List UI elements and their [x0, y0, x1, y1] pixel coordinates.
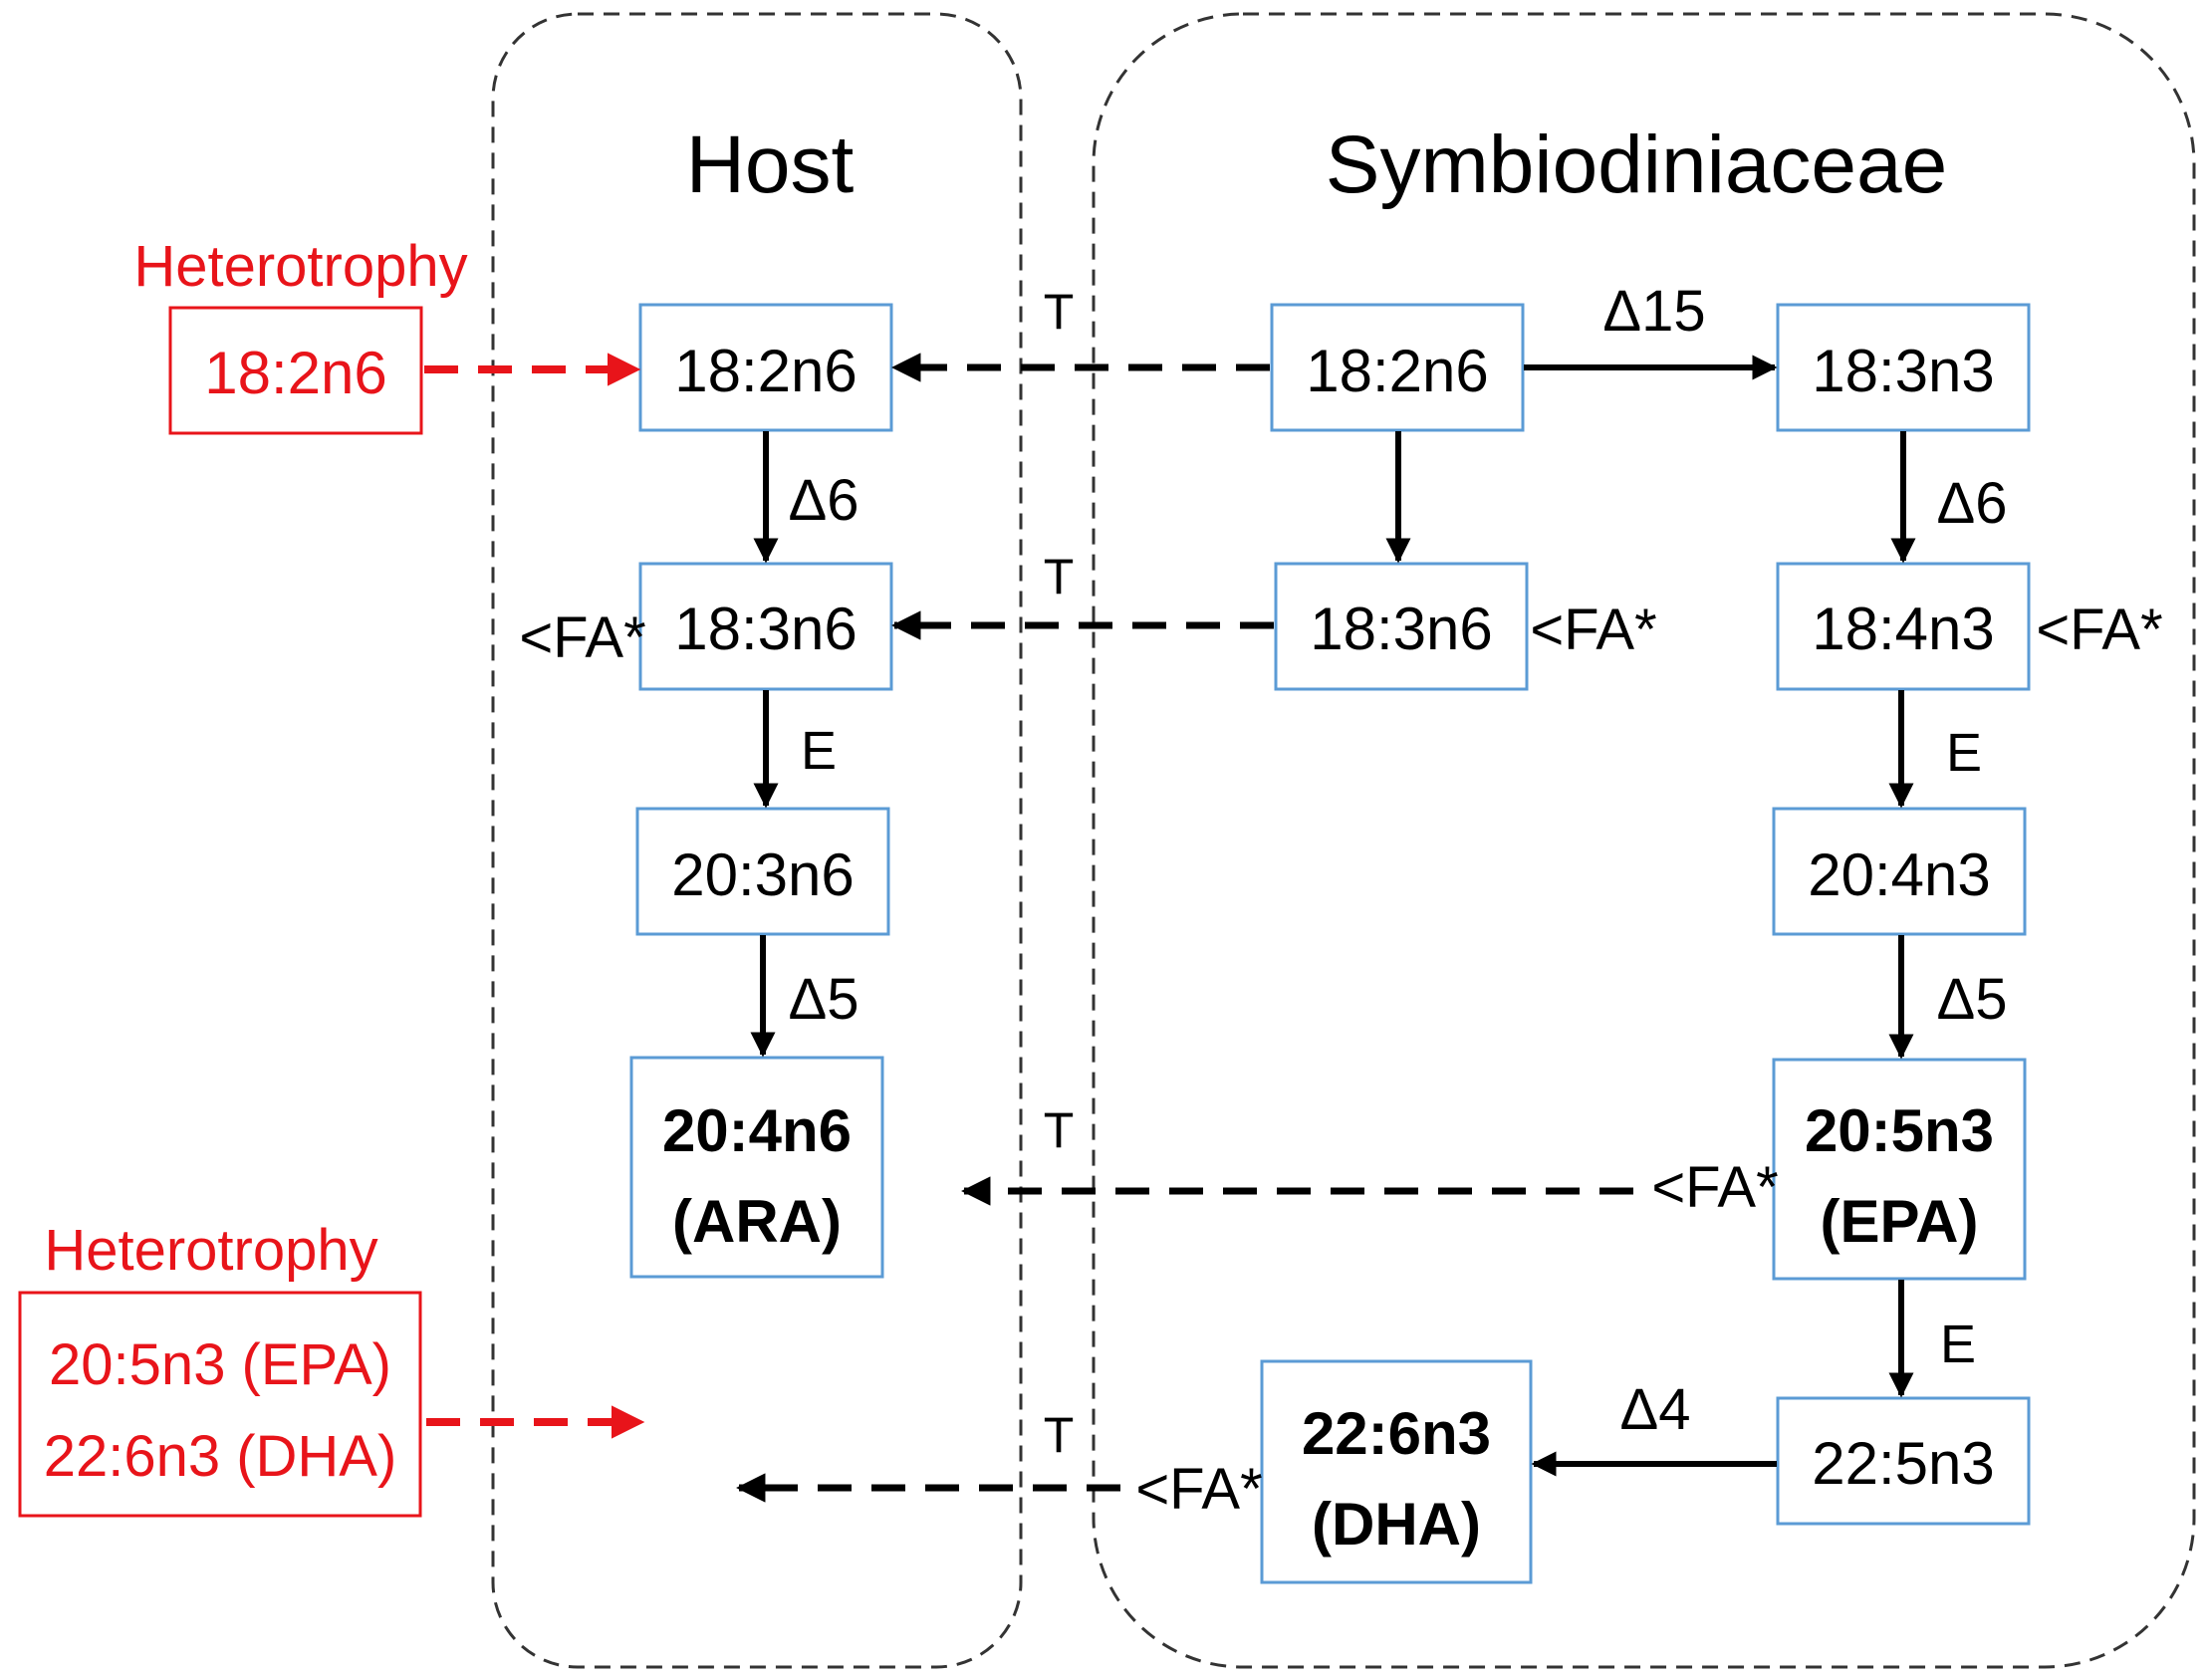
node-sym-22-6n3-dha: 22:6n3 (DHA) — [1260, 1359, 1533, 1584]
heterotrophy-source-box — [168, 306, 423, 435]
node-host-18-2n6: 18:2n6 — [638, 303, 893, 432]
node-label: (EPA) — [1821, 1188, 1979, 1255]
node-label: 22:6n3 — [1302, 1400, 1491, 1467]
heterotrophy-source-text: 20:5n3 (EPA) — [49, 1332, 391, 1397]
enzyme-label-delta5: Δ5 — [1937, 967, 2008, 1032]
fa-label: <FA* — [1530, 598, 1656, 662]
node-sym-22-5n3: 22:5n3 — [1776, 1396, 2031, 1526]
node-label: 20:3n6 — [671, 841, 855, 908]
node-label: 18:3n3 — [1812, 338, 1995, 404]
transfer-label: T — [1044, 1102, 1075, 1158]
transfer-label: T — [1044, 1407, 1075, 1463]
heterotrophy-source-text: 22:6n3 (DHA) — [44, 1424, 397, 1489]
fa-label: <FA* — [2036, 598, 2162, 662]
symbiodiniaceae-compartment — [1092, 12, 2196, 1669]
node-label: 18:2n6 — [1306, 338, 1489, 404]
host-compartment — [491, 12, 1023, 1669]
enzyme-label-delta15: Δ15 — [1602, 279, 1705, 344]
node-sym-18-4n3: 18:4n3 — [1776, 562, 2031, 691]
node-label: 22:5n3 — [1812, 1430, 1995, 1497]
node-label: (DHA) — [1312, 1491, 1481, 1558]
heterotrophy-label: Heterotrophy — [133, 234, 467, 299]
node-label: 18:2n6 — [674, 338, 858, 404]
fa-label: <FA* — [519, 605, 645, 670]
node-label: 20:4n3 — [1808, 841, 1991, 908]
enzyme-label-delta4: Δ4 — [1620, 1377, 1691, 1442]
heterotrophy-label: Heterotrophy — [44, 1218, 377, 1283]
enzyme-label-delta6: Δ6 — [1937, 471, 2008, 536]
node-sym-20-5n3-epa: 20:5n3 (EPA) — [1772, 1058, 2027, 1281]
node-host-18-3n6: 18:3n6 — [638, 562, 893, 691]
symbiodiniaceae-title: Symbiodiniaceae — [1326, 120, 1948, 210]
host-title: Host — [686, 120, 855, 210]
node-sym-18-2n6: 18:2n6 — [1270, 303, 1525, 432]
node-label: 18:4n3 — [1812, 596, 1995, 662]
heterotrophy-source-box — [18, 1291, 422, 1518]
node-label: 20:4n6 — [662, 1097, 852, 1164]
node-label: 20:5n3 — [1805, 1097, 1994, 1164]
node-label: 18:3n6 — [1310, 596, 1493, 662]
fa-label: <FA* — [1135, 1457, 1262, 1522]
transfer-label: T — [1044, 549, 1075, 604]
node-host-20-3n6: 20:3n6 — [635, 807, 890, 936]
enzyme-label-elongase: E — [1946, 723, 1982, 783]
enzyme-label-elongase: E — [1940, 1315, 1976, 1374]
enzyme-label-delta6: Δ6 — [789, 468, 859, 533]
fa-label: <FA* — [1651, 1155, 1778, 1220]
enzyme-label-delta5: Δ5 — [789, 967, 859, 1032]
heterotrophy-source-text: 18:2n6 — [204, 340, 387, 406]
transfer-label: T — [1044, 284, 1075, 340]
node-label: (ARA) — [672, 1188, 842, 1255]
node-label: 18:3n6 — [674, 596, 858, 662]
enzyme-label-elongase: E — [801, 721, 837, 781]
node-sym-20-4n3: 20:4n3 — [1772, 807, 2027, 936]
node-sym-18-3n3: 18:3n3 — [1776, 303, 2031, 432]
node-sym-18-3n6: 18:3n6 — [1274, 562, 1529, 691]
node-host-20-4n6-ara: 20:4n6 (ARA) — [629, 1056, 884, 1279]
